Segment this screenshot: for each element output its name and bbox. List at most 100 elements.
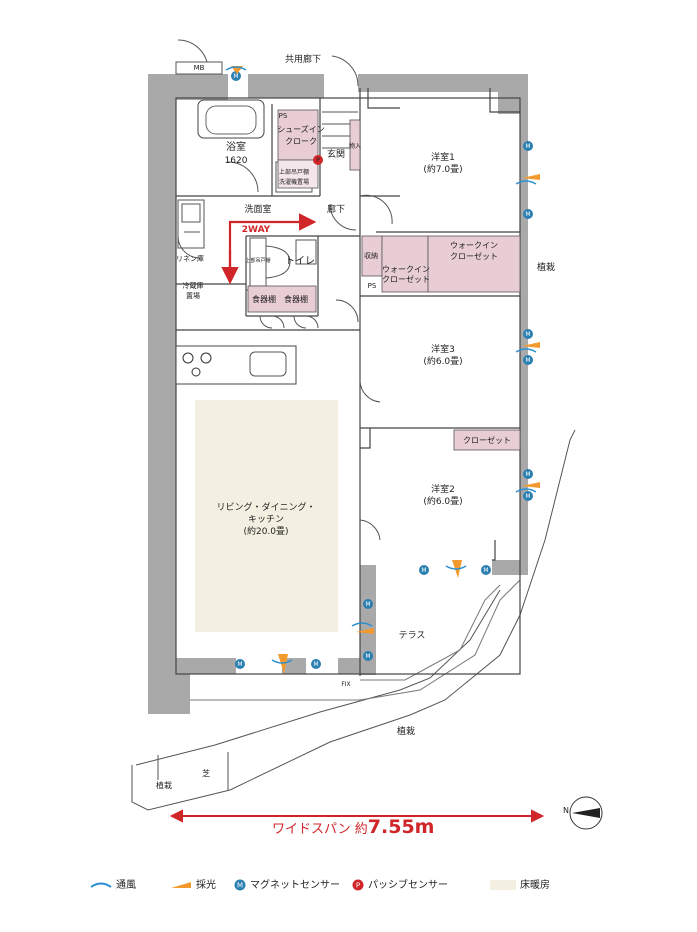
passive-sensor-icon <box>313 155 323 165</box>
svg-text:M: M <box>525 211 530 218</box>
legend-ventilation: 通風 <box>90 876 136 896</box>
walls-heavy <box>148 74 528 714</box>
svg-text:M: M <box>237 882 243 890</box>
magnet-sensors <box>231 71 533 669</box>
wic2-label-2: クローゼット <box>382 274 430 284</box>
mb-label: MB <box>194 64 205 72</box>
room-labels: MB 共用廊下 浴室 1620 PS シューズイン クローク 玄関 物入 上部吊… <box>156 53 569 815</box>
fridge-label: 冷蔵庫 <box>183 281 204 290</box>
room3-label: 洋室3 <box>431 343 455 355</box>
fridge-label-2: 置場 <box>186 291 200 300</box>
magnet-sensor-icon <box>523 329 533 339</box>
magnet-sensor-icon <box>481 565 491 575</box>
bathtub <box>197 99 265 139</box>
magnet-sensor-icon <box>235 659 245 669</box>
legend: 通風 採光 M マグネットセンサー P パッシブセンサー 床暖房 <box>90 876 610 896</box>
magnet-sensor-icon <box>523 491 533 501</box>
shoes-closet-label-2: クローク <box>285 137 317 146</box>
svg-text:P: P <box>316 157 320 164</box>
storage-vertical-label: 物入 <box>349 142 361 150</box>
svg-text:M: M <box>421 567 426 574</box>
lawn-label: 芝 <box>202 768 210 778</box>
bath-label: 浴室 <box>226 140 246 153</box>
linen-label: リネン庫 <box>176 254 204 263</box>
magnet-sensor-icon <box>311 659 321 669</box>
ps-label-2: PS <box>368 282 377 290</box>
wide-span-line <box>169 809 545 823</box>
svg-text:M: M <box>237 661 242 668</box>
ldk-label: リビング・ダイニング・ <box>216 501 315 513</box>
magnet-sensor-icon <box>523 141 533 151</box>
ldk-label-2: キッチン <box>248 514 284 525</box>
legend-magnet-label: マグネットセンサー <box>250 880 340 891</box>
washroom-label: 洗面室 <box>244 203 271 215</box>
svg-text:M: M <box>313 661 318 668</box>
room2-size-label: (約6.0畳) <box>423 495 462 507</box>
two-way-label: 2WAY <box>242 225 271 235</box>
ps-label: PS <box>279 112 288 120</box>
ldk-size-label: (約20.0畳) <box>243 525 288 537</box>
svg-text:M: M <box>365 601 370 608</box>
svg-text:M: M <box>233 73 238 80</box>
planting-label-bottom: 植栽 <box>397 725 415 737</box>
shoes-closet-label: シューズイン <box>277 124 325 134</box>
wide-span-value: 7.55m <box>367 816 435 838</box>
svg-text:M: M <box>483 567 488 574</box>
closets <box>247 109 521 451</box>
magnet-sensor-icon: M <box>234 879 246 891</box>
legend-passive-label: パッシブセンサー <box>368 880 448 891</box>
floor-heating-swatch <box>490 880 516 890</box>
storage-label: 収納 <box>364 251 378 260</box>
toilet-cabinet-label: 上部吊戸棚 <box>245 257 270 264</box>
fix-label: FIX <box>341 681 350 688</box>
room3-size-label: (約6.0畳) <box>423 355 462 367</box>
pantry-label-1: 食器棚 <box>252 294 276 304</box>
svg-text:M: M <box>365 653 370 660</box>
magnet-letters: M M M M M M M M M M M M M <box>233 73 530 668</box>
magnet-sensor-icon <box>523 469 533 479</box>
svg-text:P: P <box>356 882 360 890</box>
kitchen-counter <box>175 345 297 385</box>
north-label: N <box>563 806 569 815</box>
wide-span-label: ワイドスパン 約7.55m <box>272 816 434 842</box>
site-boundary <box>131 429 576 811</box>
pantry-label-2: 食器棚 <box>284 294 308 304</box>
magnet-sensor-icon <box>523 355 533 365</box>
svg-text:M: M <box>525 493 530 500</box>
daylight-icon <box>171 882 191 888</box>
north-compass-icon <box>569 796 603 830</box>
wic2-label: ウォークイン <box>382 265 430 274</box>
magnet-sensor-icon <box>231 71 241 81</box>
svg-text:M: M <box>525 331 530 338</box>
svg-text:M: M <box>525 143 530 150</box>
toilet-fixture <box>249 237 317 287</box>
magnet-sensor-icon <box>363 599 373 609</box>
magnet-sensor-icon <box>419 565 429 575</box>
upper-cabinet-label: 上部吊戸棚 <box>279 168 309 176</box>
planting-label-right: 植栽 <box>537 261 555 273</box>
terrace-label: テラス <box>399 630 426 641</box>
wic1-label: ウォークイン <box>450 241 498 250</box>
svg-text:M: M <box>525 357 530 364</box>
hall-label: 廊下 <box>327 203 345 215</box>
bath-size-label: 1620 <box>225 156 248 166</box>
ventilation-icon <box>90 882 112 888</box>
magnet-sensor-icon <box>523 209 533 219</box>
legend-daylight-label: 採光 <box>196 880 216 891</box>
closet-label: クローゼット <box>463 435 511 445</box>
legend-floor-heating-label: 床暖房 <box>520 880 550 891</box>
planting-label-left: 植栽 <box>156 780 172 790</box>
room2-label: 洋室2 <box>431 483 455 495</box>
legend-passive: P パッシブセンサー <box>352 876 448 896</box>
magnet-sensor-icon <box>363 651 373 661</box>
floor-heating-area <box>195 400 338 632</box>
wic1-label-2: クローゼット <box>450 251 498 261</box>
svg-text:M: M <box>525 471 530 478</box>
legend-floor-heating: 床暖房 <box>490 876 550 896</box>
room1-size-label: (約7.0畳) <box>423 163 462 175</box>
legend-magnet: M マグネットセンサー <box>234 876 340 896</box>
ventilation-marks <box>225 66 537 664</box>
washer-label: 洗濯機置場 <box>279 178 309 186</box>
entrance-label: 玄関 <box>327 148 345 160</box>
